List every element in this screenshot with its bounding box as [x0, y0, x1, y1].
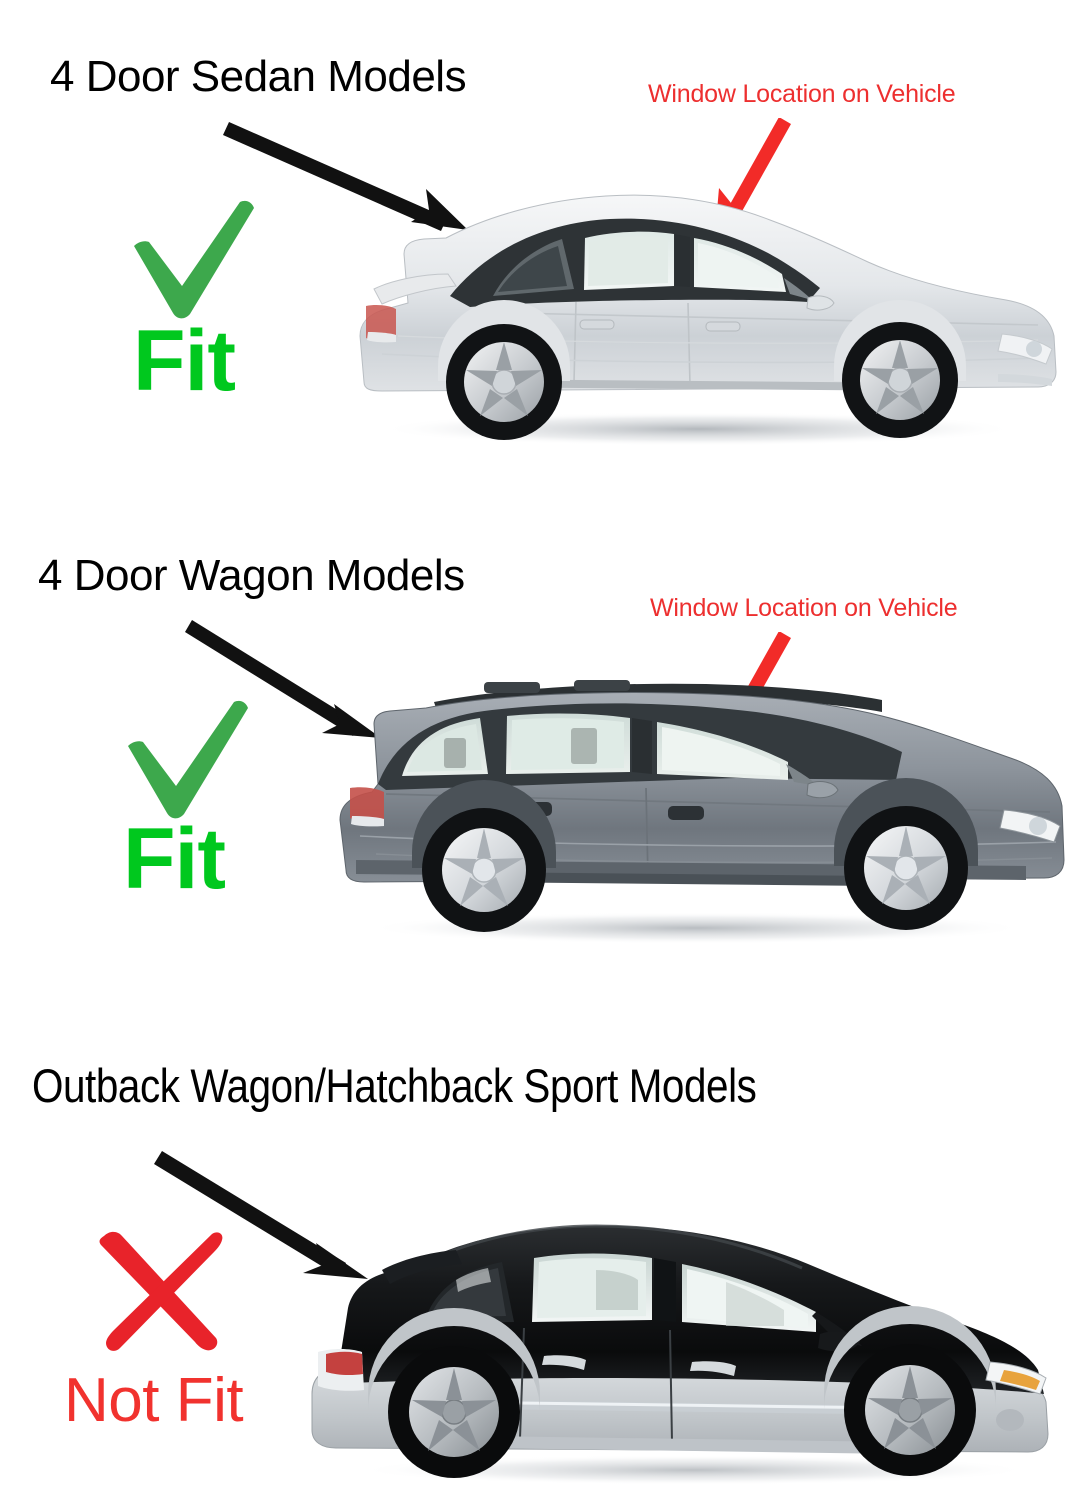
pointer-arrow-black-hatchback [154, 1151, 368, 1279]
x-icon-hatchback [99, 1231, 223, 1351]
pointer-arrow-black-sedan [223, 122, 468, 231]
callout-label-wagon: Window Location on Vehicle [650, 594, 958, 622]
vehicle-illustration-sedan [359, 194, 1057, 446]
panel-hatchback: Outback Wagon/Hatchback Sport Models Not… [0, 1030, 1072, 1500]
check-icon-wagon [128, 700, 248, 819]
vehicle-illustration-wagon [339, 680, 1065, 944]
verdict-label-wagon: Fit [123, 811, 226, 907]
vehicle-illustration-hatchback [311, 1224, 1049, 1485]
panel-title-hatchback: Outback Wagon/Hatchback Sport Models [32, 1059, 757, 1112]
verdict-label-hatchback: Not Fit [64, 1366, 244, 1435]
panel-sedan: 4 Door Sedan Models Window Location on V… [0, 0, 1072, 520]
panel-title-sedan: 4 Door Sedan Models [50, 52, 467, 101]
verdict-label-sedan: Fit [133, 313, 236, 409]
check-icon-sedan [134, 200, 254, 319]
callout-label-sedan: Window Location on Vehicle [648, 80, 956, 108]
pointer-arrow-black-wagon [185, 620, 381, 738]
panel-title-wagon: 4 Door Wagon Models [38, 551, 465, 600]
panel-wagon: 4 Door Wagon Models Window Location on V… [0, 520, 1072, 1030]
